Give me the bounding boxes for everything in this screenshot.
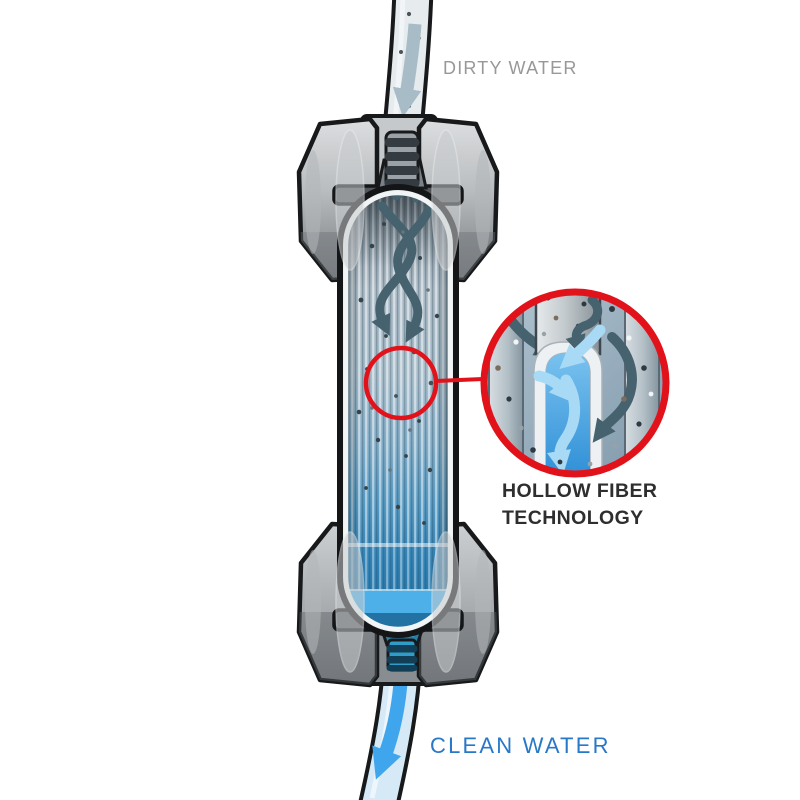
dirty-water-label: DIRTY WATER xyxy=(443,58,578,78)
clean-water-label: CLEAN WATER xyxy=(430,733,611,758)
wing-highlights xyxy=(305,129,491,673)
callout-title: HOLLOW FIBER TECHNOLOGY xyxy=(502,480,657,529)
callout-specks xyxy=(490,306,654,467)
callout-connector-line xyxy=(435,377,484,383)
callout-title-line1: HOLLOW FIBER xyxy=(502,480,657,502)
hollow-fiber-callout xyxy=(480,288,670,478)
dirty-flow-arrow-icon xyxy=(392,23,422,118)
filtered-water-arrows-icon xyxy=(533,324,606,474)
dirty-flow-swirl-right xyxy=(592,332,637,443)
contaminant-specks xyxy=(356,222,440,525)
top-hose-connector xyxy=(376,130,428,190)
dirty-flow-hook-top xyxy=(565,295,603,356)
inspection-circle xyxy=(363,345,439,421)
water-line xyxy=(346,543,450,547)
fiber-water-channel xyxy=(546,353,590,474)
callout-ring xyxy=(480,288,670,478)
callout-title-line2: TECHNOLOGY xyxy=(502,507,644,529)
